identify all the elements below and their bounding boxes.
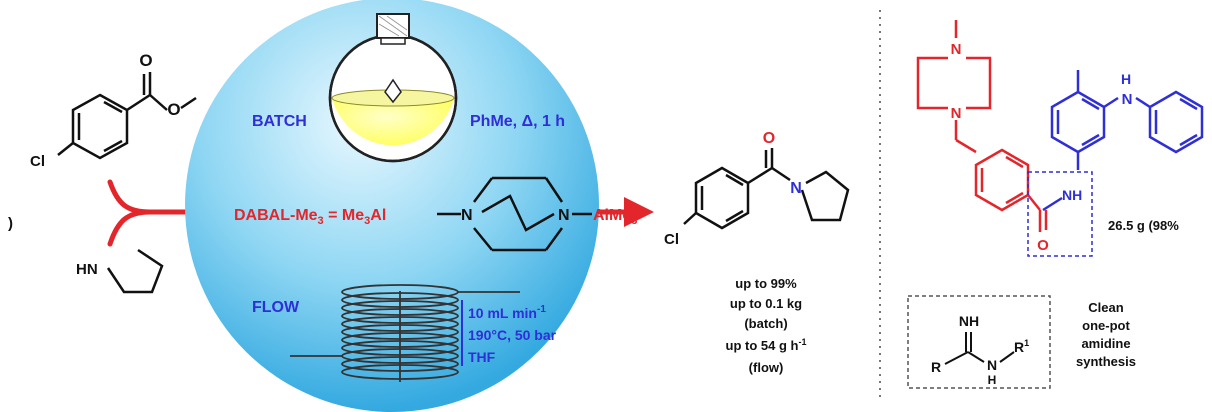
dabco-n-left: N <box>461 207 473 224</box>
amidine-box <box>907 295 1051 389</box>
reaction-sphere <box>185 0 599 412</box>
product-benzene-ring <box>694 166 750 230</box>
dabco-cage <box>473 176 564 252</box>
amide-n-bond <box>1042 196 1063 212</box>
aniline-ring <box>1050 70 1151 170</box>
amide-o-label: O <box>1037 237 1049 254</box>
product-n-label: N <box>790 180 802 197</box>
aniline-nh-n: N <box>1122 91 1133 108</box>
product-yield-line-3: (batch) <box>744 316 787 331</box>
batch-conditions: PhMe, Δ, 1 h <box>470 113 565 130</box>
amide-highlight-box <box>1027 171 1093 257</box>
round-bottom-flask-icon <box>328 13 458 163</box>
dabco-n-right: N <box>558 207 570 224</box>
aniline-nh-h: H <box>1121 71 1131 87</box>
ester-ether-o: O <box>167 100 180 119</box>
amidine-caption-line-3: amidine <box>1081 336 1130 351</box>
product-amide <box>683 148 850 230</box>
pyrrolidine-hn-label: HN <box>76 261 98 278</box>
ester-reactant <box>57 72 197 160</box>
drug-yield: 26.5 g (98% <box>1108 218 1179 233</box>
flow-label: FLOW <box>252 299 300 316</box>
amidine-caption-line-4: synthesis <box>1076 354 1136 369</box>
product-cl-label: Cl <box>664 231 679 248</box>
flow-rate: 10 mL min-1 <box>468 304 546 321</box>
amidine-caption-line-1: Clean <box>1088 300 1123 315</box>
product-flow-note: (flow) <box>749 360 784 375</box>
ester-benzene-ring <box>71 93 129 160</box>
amidine-structure <box>944 332 1015 365</box>
amidine-r1-label: R1 <box>1014 338 1029 355</box>
flow-coil-reactor-icon <box>290 284 520 382</box>
product-rate-line: up to 54 g h-1 <box>726 337 807 353</box>
drug-benzene-ring <box>974 148 1048 232</box>
reagent-formula-left: DABAL-Me3 = Me3Al <box>234 207 386 227</box>
product-yield-line-2: up to 0.1 kg <box>730 296 802 311</box>
batch-label: BATCH <box>252 113 307 130</box>
left-cut-mark: ) <box>8 215 13 232</box>
product-yield-line-1: up to 99% <box>735 276 797 291</box>
ester-carbonyl-o: O <box>139 51 152 70</box>
piperazine-ring <box>916 20 992 154</box>
pyrrolidine-reactant <box>106 248 164 294</box>
amidine-caption-line-2: one-pot <box>1082 318 1130 333</box>
flow-solvent: THF <box>468 349 496 365</box>
flow-temp-pressure: 190°C, 50 bar <box>468 327 557 343</box>
product-o-label: O <box>763 130 775 147</box>
amidine-n-h-label: H <box>988 373 997 387</box>
amide-nh-label: NH <box>1062 187 1082 203</box>
ester-carbonyl-bond <box>126 93 151 112</box>
amidine-n-label: N <box>987 357 997 373</box>
piperazine-n-bottom: N <box>951 105 962 122</box>
ester-cl-label: Cl <box>30 153 45 170</box>
phenyl-ring <box>1148 90 1204 154</box>
amidine-r-label: R <box>931 359 941 375</box>
piperazine-n-top: N <box>951 41 962 58</box>
amidine-nh-label: NH <box>959 313 979 329</box>
